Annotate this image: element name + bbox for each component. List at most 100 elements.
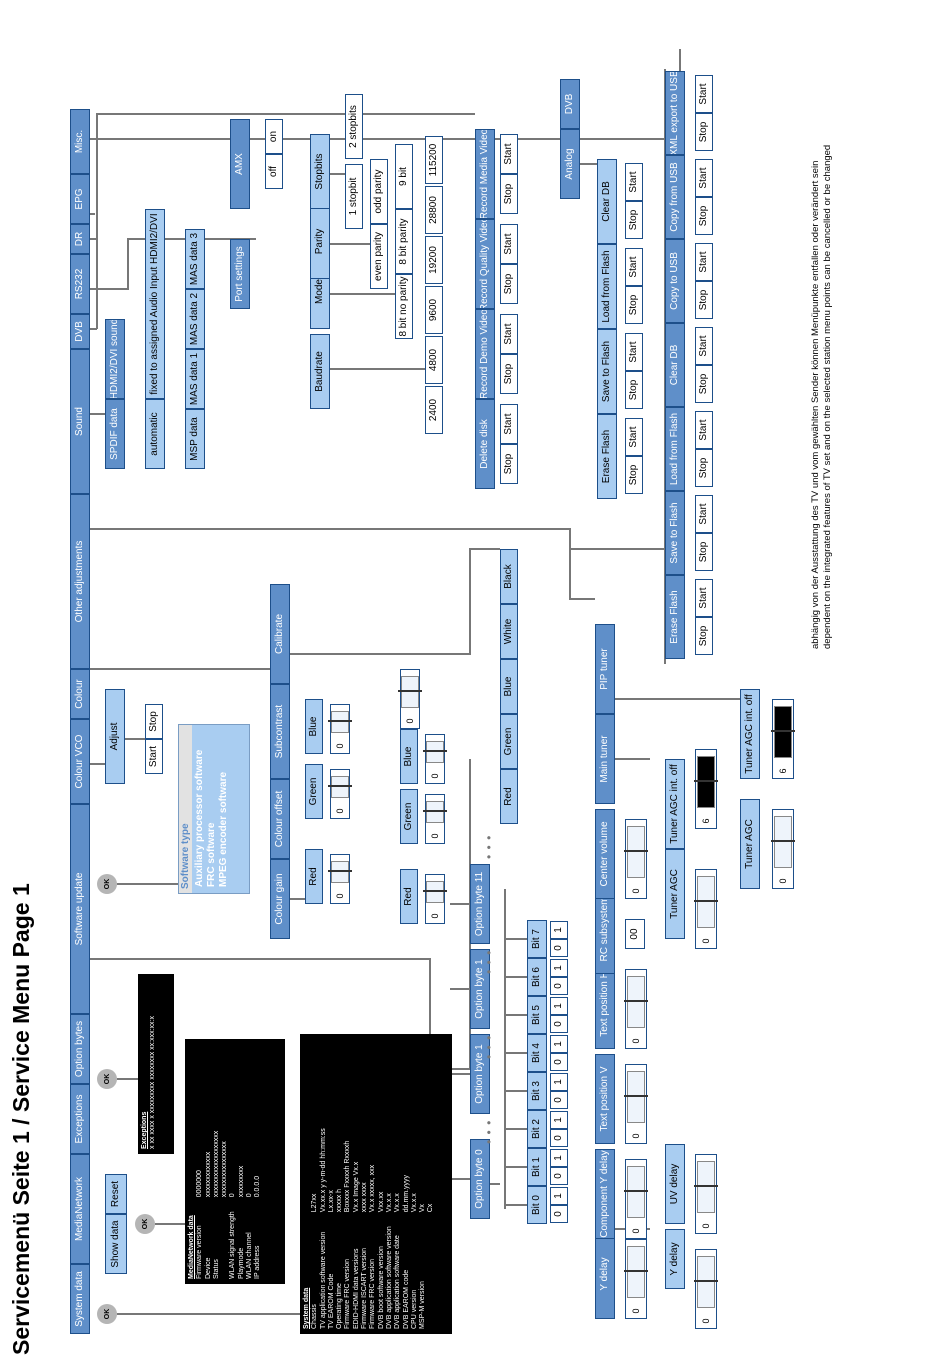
- other-flash-4-stop[interactable]: Stop: [695, 281, 713, 319]
- bit-7[interactable]: Bit 7: [527, 920, 547, 958]
- bit-4-value-0[interactable]: 0: [550, 1053, 568, 1071]
- slider-track[interactable]: [697, 876, 715, 928]
- colour-gain-blue[interactable]: Blue: [305, 699, 323, 754]
- main-tuner-agc-int-off[interactable]: Tuner AGC int. off: [665, 759, 685, 849]
- subcontrast-slider[interactable]: 0: [400, 669, 420, 729]
- other-flash-xml-export-to-usb[interactable]: XML export to USB: [665, 71, 685, 155]
- other-y-delay-slider[interactable]: 0: [625, 1239, 647, 1319]
- misc-analog[interactable]: Analog: [560, 129, 580, 199]
- other-flash-0-stop[interactable]: Stop: [695, 617, 713, 655]
- other-flash-0-start[interactable]: Start: [695, 579, 713, 617]
- rc-subsystem-value[interactable]: 00: [625, 919, 645, 949]
- other-component-y-delay-slider[interactable]: 0: [625, 1159, 647, 1239]
- slider-track[interactable]: [331, 776, 349, 798]
- baudrate-28800[interactable]: 28800: [425, 186, 443, 234]
- misc-3-stop[interactable]: Stop: [625, 201, 643, 239]
- pip-tuner-agc[interactable]: Tuner AGC: [740, 799, 760, 889]
- bit-5[interactable]: Bit 5: [527, 996, 547, 1034]
- slider-track[interactable]: [697, 1256, 715, 1308]
- calibrate-black[interactable]: Black: [500, 549, 518, 604]
- colour-gain-green[interactable]: Green: [305, 764, 323, 819]
- other-flash-save-to-flash[interactable]: Save to Flash: [665, 491, 685, 575]
- y-delay-sub[interactable]: Y delay: [665, 1229, 685, 1289]
- colour-offset-red-slider[interactable]: 0: [425, 874, 445, 924]
- uv-delay-sub-slider[interactable]: 0: [695, 1154, 717, 1234]
- menu-other-adjustments[interactable]: Other adjustments: [70, 494, 90, 669]
- other-flash-clear-db[interactable]: Clear DB: [665, 323, 685, 407]
- main-tuner-agc[interactable]: Tuner AGC: [665, 849, 685, 939]
- rs232-parity[interactable]: Parity: [310, 204, 330, 279]
- dvb-record-demo-video[interactable]: Record Demo Video: [475, 309, 495, 399]
- medianetwork-ok-button[interactable]: OK: [135, 1214, 155, 1234]
- other-pip-tuner[interactable]: PIP tuner: [595, 624, 615, 714]
- misc-clear-db[interactable]: Clear DB: [597, 159, 617, 244]
- parity-even-parity[interactable]: even parity: [370, 224, 388, 289]
- misc-2-stop[interactable]: Stop: [625, 286, 643, 324]
- software-type-auxiliary-processor-software[interactable]: Auxiliary processor software: [194, 749, 205, 887]
- parity-odd-parity[interactable]: odd parity: [370, 159, 388, 224]
- bit-2-value-0[interactable]: 0: [550, 1129, 568, 1147]
- misc-1-stop[interactable]: Stop: [625, 371, 643, 409]
- bit-3-value-0[interactable]: 0: [550, 1091, 568, 1109]
- dvb-0-stop[interactable]: Stop: [500, 444, 518, 484]
- dvb-record-media-video[interactable]: Record Media Video: [475, 129, 495, 219]
- menu-software-update[interactable]: Software update: [70, 804, 90, 1014]
- amx-on[interactable]: on: [265, 119, 283, 154]
- stopbits-2-stopbits[interactable]: 2 stopbits: [345, 94, 363, 159]
- misc-dvb[interactable]: DVB: [560, 79, 580, 129]
- calibrate-green[interactable]: Green: [500, 714, 518, 769]
- bit-7-value-1[interactable]: 1: [550, 921, 568, 939]
- other-flash-6-stop[interactable]: Stop: [695, 113, 713, 151]
- stopbits-1-stopbit[interactable]: 1 stopbit: [345, 164, 363, 229]
- bit-5-value-0[interactable]: 0: [550, 1015, 568, 1033]
- amx-off[interactable]: off: [265, 154, 283, 189]
- other-flash-copy-to-usb[interactable]: Copy to USB: [665, 239, 685, 323]
- baudrate-115200[interactable]: 115200: [425, 136, 443, 184]
- misc-erase-flash[interactable]: Erase Flash: [597, 414, 617, 499]
- slider-track[interactable]: [774, 816, 792, 868]
- other-component-y-delay[interactable]: Component Y delay: [595, 1149, 615, 1239]
- bit-1[interactable]: Bit 1: [527, 1148, 547, 1186]
- software-update-ok-button[interactable]: OK: [97, 874, 117, 894]
- slider-track[interactable]: [697, 756, 715, 808]
- sound-mas-data-2[interactable]: MAS data 2: [185, 289, 205, 349]
- bit-2[interactable]: Bit 2: [527, 1110, 547, 1148]
- baudrate-2400[interactable]: 2400: [425, 386, 443, 434]
- spdif-automatic[interactable]: automatic: [145, 399, 165, 469]
- mode-8-bit-parity[interactable]: 8 bit parity: [395, 209, 413, 274]
- slider-track[interactable]: [426, 881, 444, 903]
- other-flash-erase-flash[interactable]: Erase Flash: [665, 575, 685, 659]
- slider-track[interactable]: [697, 1161, 715, 1213]
- misc-0-stop[interactable]: Stop: [625, 456, 643, 494]
- menu-exceptions[interactable]: Exceptions: [70, 1084, 90, 1154]
- other-text-position-h-slider[interactable]: 0: [625, 969, 647, 1049]
- software-type-mpeg-encoder-software[interactable]: MPEG encoder software: [218, 771, 229, 887]
- exceptions-ok-button[interactable]: OK: [97, 1069, 117, 1089]
- slider-track[interactable]: [774, 706, 792, 758]
- colour-vco-start-button[interactable]: Start: [145, 739, 163, 774]
- misc-save-to-flash[interactable]: Save to Flash: [597, 329, 617, 414]
- menu-colour[interactable]: Colour: [70, 669, 90, 719]
- hdmi2-dvi-sound[interactable]: HDMI2/DVI sound: [105, 319, 125, 399]
- calibrate-blue[interactable]: Blue: [500, 659, 518, 714]
- system-data-ok-button[interactable]: OK: [97, 1304, 117, 1324]
- slider-track[interactable]: [401, 676, 419, 708]
- slider-track[interactable]: [627, 1071, 645, 1123]
- misc-3-start[interactable]: Start: [625, 163, 643, 201]
- menu-sound[interactable]: Sound: [70, 349, 90, 494]
- rs232-baudrate[interactable]: Baudrate: [310, 334, 330, 409]
- menu-system-data[interactable]: System data: [70, 1264, 90, 1334]
- pip-tuner-agc-slider[interactable]: 0: [772, 809, 794, 889]
- calibrate-white[interactable]: White: [500, 604, 518, 659]
- slider-track[interactable]: [627, 1246, 645, 1298]
- subcontrast-label[interactable]: Subcontrast: [270, 684, 290, 779]
- slider-track[interactable]: [627, 826, 645, 878]
- slider-track[interactable]: [426, 741, 444, 763]
- colour-offset-label[interactable]: Colour offset: [270, 779, 290, 859]
- spdif-data[interactable]: SPDIF data: [105, 399, 125, 469]
- other-text-position-v[interactable]: Text position V: [595, 1054, 615, 1144]
- rs232-stopbits[interactable]: Stopbits: [310, 134, 330, 209]
- colour-gain-blue-slider[interactable]: 0: [330, 704, 350, 754]
- baudrate-9600[interactable]: 9600: [425, 286, 443, 334]
- baudrate-4800[interactable]: 4800: [425, 336, 443, 384]
